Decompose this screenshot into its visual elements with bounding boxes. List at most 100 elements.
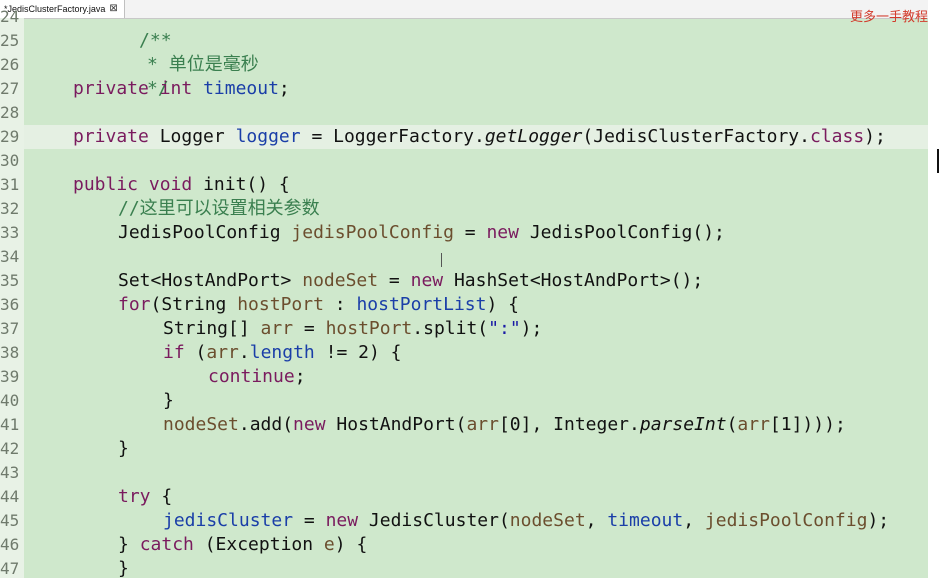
text-caret (937, 149, 939, 173)
keyword: void (148, 174, 193, 195)
type: Logger (159, 126, 225, 147)
code-text: , (683, 510, 705, 531)
punct: ; (294, 366, 306, 387)
code-line: Set<HostAndPort> nodeSet = new HashSet<H… (118, 269, 703, 293)
punct: ); (867, 510, 890, 531)
line-number: 35 (0, 271, 20, 290)
tab-label: *JedisClusterFactory.java (4, 4, 106, 14)
code-text: .add( (238, 414, 294, 435)
punct: ); (864, 126, 886, 147)
code-text: . (238, 342, 250, 363)
code-text: , (585, 510, 608, 531)
code-text: JedisPoolConfig(); (518, 222, 725, 243)
code-line: nodeSet.add(new HostAndPort(arr[0], Inte… (163, 413, 846, 437)
type: JedisPoolConfig (118, 222, 292, 243)
code-text: (String (150, 294, 238, 315)
line-number: 32 (0, 199, 20, 218)
code-line: //这里可以设置相关参数 (118, 197, 320, 221)
code-text: != 2) { (314, 342, 402, 363)
code-text: (Exception (193, 534, 324, 555)
line-number: 44 (0, 487, 20, 506)
code-line: JedisPoolConfig jedisPoolConfig = new Je… (118, 221, 725, 245)
comment: /** (139, 30, 172, 51)
local-var: hostPort (237, 294, 324, 315)
line-number: 47 (0, 559, 20, 578)
line-number: 24 (0, 7, 20, 26)
brace: } (163, 390, 174, 411)
keyword: private (73, 126, 149, 147)
method-name: getLogger (484, 126, 583, 147)
line-number: 26 (0, 55, 20, 74)
editor-tab-bar: *JedisClusterFactory.java ⊠ 更多一手教程 (0, 0, 928, 25)
line-number: 45 (0, 511, 20, 530)
brace: } (118, 534, 140, 555)
line-number: 31 (0, 175, 20, 194)
local-var: arr (466, 414, 499, 435)
code-text: { (150, 486, 173, 507)
code-text: JedisCluster( (358, 510, 510, 531)
line-number: 28 (0, 103, 20, 122)
code-text: [1]))); (769, 414, 846, 435)
code-text: HashSet<HostAndPort>(); (443, 270, 704, 291)
keyword: public (73, 174, 139, 195)
line-number: 29 (0, 127, 20, 146)
field-name: length (249, 342, 315, 363)
keyword: class (809, 126, 865, 147)
brace: } (118, 558, 129, 579)
code-line: continue; (208, 365, 306, 389)
close-icon[interactable]: ⊠ (109, 3, 118, 14)
punct: ; (278, 78, 290, 99)
string-literal: ":" (488, 318, 521, 339)
code-text: = (293, 318, 326, 339)
code-line: } (118, 557, 129, 581)
code-line: private Logger logger = LoggerFactory.ge… (73, 125, 886, 149)
method-name: parseInt (639, 414, 727, 435)
editor-tab[interactable]: *JedisClusterFactory.java ⊠ (0, 0, 125, 18)
brace: } (118, 438, 129, 459)
code-line: if (arr.length != 2) { (163, 341, 401, 365)
current-line-highlight (24, 125, 928, 149)
local-var: nodeSet (509, 510, 586, 531)
field-name: logger (235, 126, 301, 147)
code-text: .split( (412, 318, 489, 339)
line-number: 43 (0, 463, 20, 482)
code-text: ( (184, 342, 207, 363)
line-number: 40 (0, 391, 20, 410)
code-text: HostAndPort( (325, 414, 467, 435)
code-text: = LoggerFactory. (300, 126, 485, 147)
keyword: catch (139, 534, 194, 555)
line-number: 42 (0, 439, 20, 458)
mouse-i-beam-cursor (441, 253, 442, 267)
keyword: new (410, 270, 444, 291)
comment: //这里可以设置相关参数 (118, 198, 320, 219)
line-number: 38 (0, 343, 20, 362)
keyword: if (163, 342, 185, 363)
local-var: nodeSet (302, 270, 379, 291)
type: Set<HostAndPort> (118, 270, 303, 291)
code-line: for(String hostPort : hostPortList) { (118, 293, 519, 317)
type: String[] (163, 318, 261, 339)
keyword: continue (208, 366, 295, 387)
code-text: : (323, 294, 357, 315)
code-line: private int timeout; (73, 77, 290, 101)
line-number: 37 (0, 319, 20, 338)
code-area[interactable]: /** * 单位是毫秒 */ private int timeout; priv… (24, 18, 939, 581)
keyword: new (293, 414, 326, 435)
line-number: 39 (0, 367, 20, 386)
line-number: 27 (0, 79, 20, 98)
local-var: nodeSet (163, 414, 239, 435)
local-var: jedisPoolConfig (704, 510, 868, 531)
code-text: [0], Integer. (498, 414, 640, 435)
punct: ); (520, 318, 543, 339)
code-line: * 单位是毫秒 (82, 29, 259, 75)
field-name: timeout (203, 78, 279, 99)
local-var: jedisPoolConfig (291, 222, 454, 243)
code-text: ) { (486, 294, 519, 315)
code-text: = (453, 222, 487, 243)
field-name: jedisCluster (163, 510, 294, 531)
code-text: = (378, 270, 411, 291)
code-line: jedisCluster = new JedisCluster(nodeSet,… (163, 509, 889, 533)
field-name: hostPortList (356, 294, 487, 315)
field-name: timeout (607, 510, 684, 531)
